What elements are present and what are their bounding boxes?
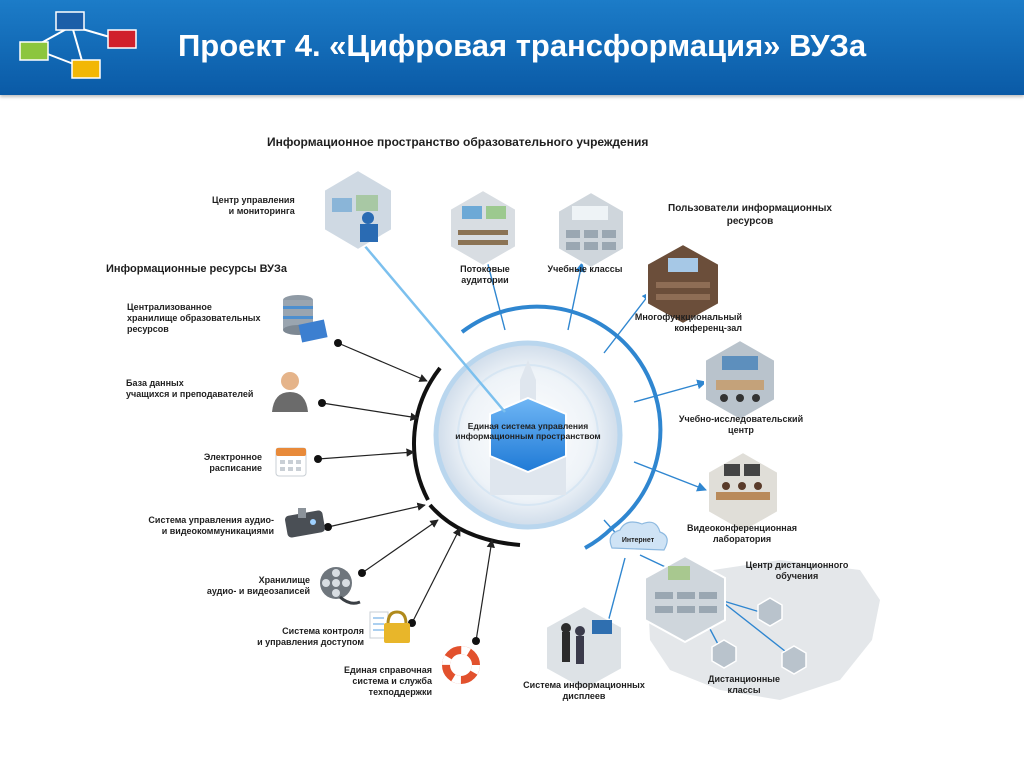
resource-label-av-storage: Хранилище аудио- и видеозаписей: [206, 575, 310, 596]
resource-label-av-control: Система управления аудио- и видеокоммуни…: [148, 515, 274, 536]
resource-label-database: База данных учащихся и преподавателей: [126, 378, 254, 399]
center-label: Единая система управления информационным…: [455, 421, 601, 441]
resources-arc-bottom: [428, 503, 521, 547]
center-hexagon: [489, 396, 567, 474]
users-header: Пользователи информационных ресурсов: [668, 203, 832, 227]
user-label-research-center: Учебно-исследовательский центр: [678, 414, 804, 435]
monitoring-center-label: Центр управления и мониторинга: [212, 195, 295, 216]
calendar-icon: [275, 447, 307, 477]
resource-label-repository: Централизованное хранилище образовательн…: [127, 302, 261, 334]
slide-title: Проект 4. «Цифровая трансформация» ВУЗа: [178, 28, 867, 63]
internet-cloud-icon: [609, 521, 668, 551]
user-label-streaming-halls: Потоковые аудитории: [460, 264, 510, 285]
user-label-conference-hall: Многофункциональный конференц-зал: [634, 312, 742, 333]
padlock-icon: [369, 610, 410, 643]
research-center-photo: [704, 338, 776, 422]
classroom-photo: [557, 190, 625, 270]
info-display-photo: [545, 604, 623, 692]
lecture-hall-photo: [449, 188, 517, 268]
lifebuoy-icon: [442, 646, 480, 684]
videoconference-lab-photo: [707, 450, 779, 534]
resource-label-access-control: Система контроля и управления доступом: [257, 626, 364, 647]
slide-header: [0, 0, 1024, 95]
user-label-videoconf-lab: Видеоконференционная лаборатория: [687, 523, 797, 544]
resources-arc-top: [412, 366, 442, 501]
person-icon: [272, 372, 308, 412]
film-reel-icon: [320, 567, 361, 605]
network-logo-icon: [19, 11, 137, 79]
remote-classroom-photo: [711, 597, 807, 675]
monitoring-center-photo: [323, 168, 393, 252]
database-icon: [283, 295, 328, 343]
resource-label-helpdesk: Единая справочная система и служба техпо…: [344, 665, 432, 697]
user-label-remote-classes: Дистанционные классы: [708, 674, 780, 695]
users-arc: [460, 304, 663, 530]
user-label-info-displays: Система информационных дисплеев: [523, 680, 645, 701]
diagram-title: Информационное пространство образователь…: [267, 135, 649, 149]
user-label-distance-center: Центр дистанционного обучения: [745, 560, 849, 581]
distance-learning-center-photo: [644, 554, 726, 644]
internet-label: Интернет: [621, 537, 655, 544]
resources-header: Информационные ресурсы ВУЗа: [106, 263, 287, 275]
monitoring-link: [363, 244, 506, 413]
conference-hall-photo: [646, 242, 720, 326]
user-label-classrooms: Учебные классы: [547, 264, 623, 274]
remote-control-icon: [285, 508, 325, 538]
resource-label-schedule: Электронное расписание: [203, 452, 262, 473]
